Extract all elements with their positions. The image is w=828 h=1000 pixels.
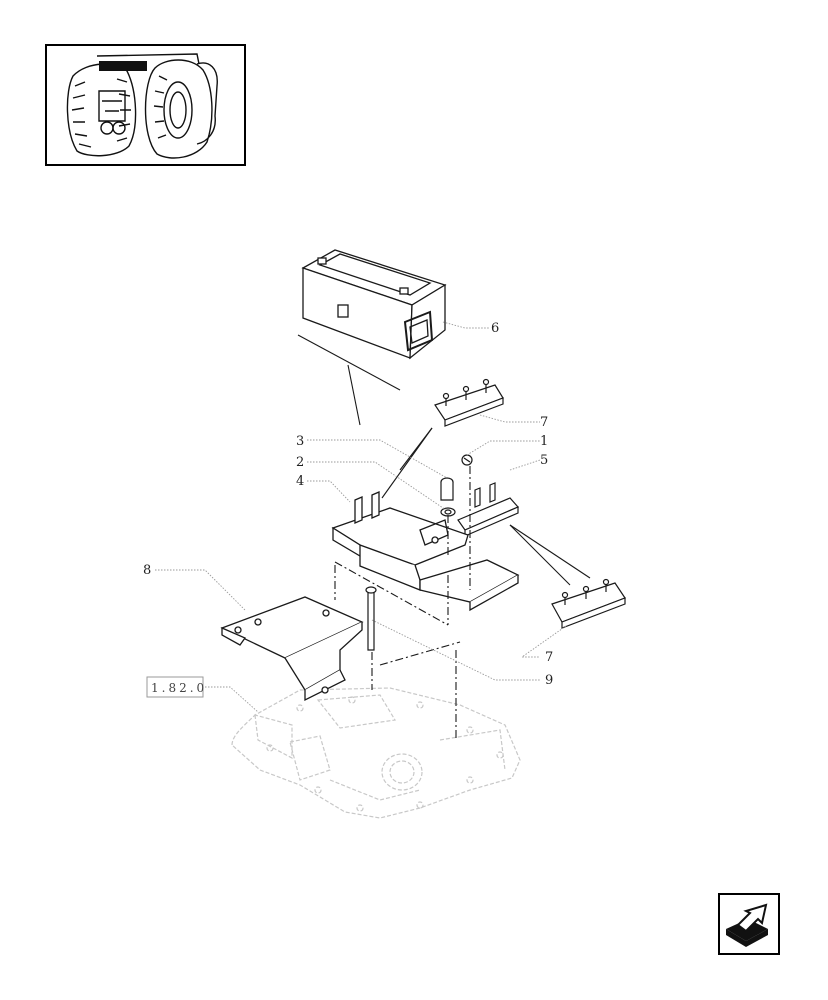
callout-6: 6 bbox=[491, 321, 499, 336]
reference-label-box bbox=[146, 676, 204, 698]
explode-lines bbox=[297, 334, 591, 586]
callout-5: 5 bbox=[540, 453, 548, 468]
callout-2: 2 bbox=[296, 455, 304, 470]
support-bracket bbox=[220, 596, 364, 702]
rubber-pad-bottom bbox=[551, 578, 626, 629]
callout-1: 1 bbox=[540, 434, 548, 449]
tractor-front-view-icon bbox=[66, 53, 218, 159]
battery-tray bbox=[331, 491, 520, 612]
next-page-arrow-icon bbox=[726, 903, 768, 947]
clamp-bracket bbox=[457, 482, 519, 537]
callout-4: 4 bbox=[296, 474, 304, 489]
reference-label[interactable]: 1.82.0 bbox=[151, 681, 207, 695]
callout-3: 3 bbox=[296, 434, 304, 449]
next-page-button[interactable] bbox=[718, 893, 780, 955]
alignment-lines bbox=[334, 466, 471, 740]
rubber-pad-top bbox=[434, 378, 504, 427]
transmission-housing-outline bbox=[231, 687, 521, 819]
callout-7-top: 7 bbox=[540, 415, 548, 430]
callout-8: 8 bbox=[143, 563, 151, 578]
callout-9: 9 bbox=[545, 673, 553, 688]
thumbnail-frame bbox=[45, 44, 246, 166]
leader-lines bbox=[155, 321, 567, 713]
fasteners bbox=[365, 454, 473, 651]
callout-7-bottom: 7 bbox=[545, 650, 553, 665]
battery bbox=[301, 249, 447, 360]
